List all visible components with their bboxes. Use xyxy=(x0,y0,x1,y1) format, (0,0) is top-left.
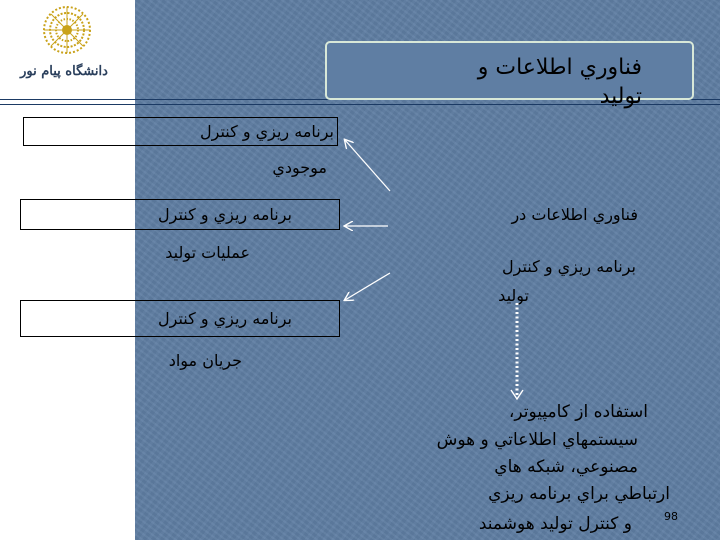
arrow-to-left-box-2 xyxy=(345,272,391,300)
sidebar: دانشگاه پیام نور xyxy=(0,0,135,540)
bottom-line-1: استفاده از كامپيوتر، xyxy=(508,402,648,422)
university-logo: دانشگاه پیام نور xyxy=(0,0,135,100)
center-line-1: فناوري اطلاعات در xyxy=(511,205,638,224)
top-box-line-2: موجودي xyxy=(272,158,327,177)
header-rule-lower xyxy=(0,104,720,105)
left-box-2 xyxy=(20,300,340,337)
bottom-line-5: و كنترل توليد هوشمند xyxy=(478,514,632,534)
left-box-1 xyxy=(20,199,340,230)
page-number: 98 xyxy=(664,510,678,523)
bottom-line-4: ارتباطي براي برنامه ريزي xyxy=(488,484,670,504)
title-box xyxy=(325,41,694,100)
left-box-1-line-2: عمليات توليد xyxy=(165,243,250,262)
top-box xyxy=(23,117,338,146)
page-title-line-1: فناوري اطلاعات و xyxy=(477,55,642,80)
arrow-to-top-box xyxy=(345,140,391,192)
left-box-2-line-1: برنامه ريزي و كنترل xyxy=(158,309,292,328)
bottom-line-3: مصنوعي، شبكه هاي xyxy=(494,457,638,477)
center-line-2: برنامه ريزي و كنترل xyxy=(502,257,636,276)
bottom-line-2: سيستمهاي اطلاعاتي و هوش xyxy=(436,430,638,450)
left-box-2-line-2: جريان مواد xyxy=(168,351,242,370)
logo-text: دانشگاه پیام نور xyxy=(20,64,108,79)
left-box-1-line-1: برنامه ريزي و كنترل xyxy=(158,205,292,224)
top-box-line-1: برنامه ريزي و كنترل xyxy=(200,122,334,141)
page-title-line-2: توليد xyxy=(599,84,642,109)
logo-emblem-icon xyxy=(43,6,91,54)
dotted-arrow-head xyxy=(510,389,524,401)
center-line-3: توليد xyxy=(498,286,529,305)
